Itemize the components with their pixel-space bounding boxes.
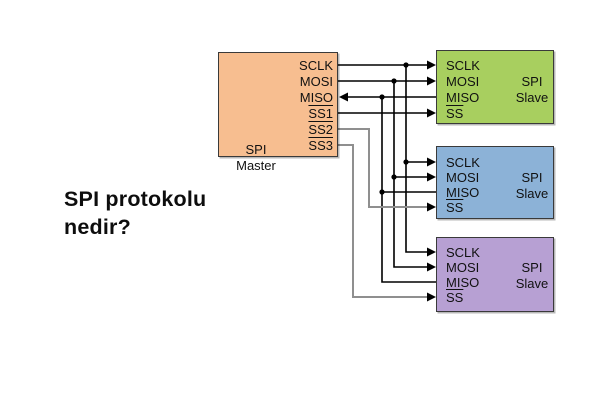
slave1-pin-miso: MISO [446, 90, 480, 105]
junction-dot [391, 174, 397, 180]
spi-slave2-box: SPI Slave SCLK MOSI MISO SS [436, 146, 554, 219]
master-pin-mosi: MOSI [299, 74, 333, 89]
slave3-pin-mosi: MOSI [446, 260, 480, 275]
wire-ss2 [338, 128, 436, 212]
master-pin-miso: MISO [299, 90, 333, 105]
slave1-pin-ss: SS [446, 106, 464, 121]
arrowhead [427, 157, 436, 167]
slave2-label-line2: Slave [515, 185, 549, 201]
wire-mosi [338, 76, 436, 272]
slave3-pin-ss: SS [446, 290, 464, 305]
junction-dot [391, 78, 397, 84]
junction-dot [403, 159, 409, 165]
arrowhead [427, 76, 436, 86]
junction-dot [403, 62, 409, 68]
master-pin-ss3: SS3 [308, 138, 333, 153]
slave2-pin-ss: SS [446, 200, 464, 215]
spi-master-box: SPI Master SCLK MOSI MISO SS1 SS2 SS3 [218, 52, 338, 173]
master-pin-sclk: SCLK [299, 58, 333, 73]
arrowhead [427, 247, 436, 257]
slave2-label: SPI Slave [511, 170, 553, 201]
slave3-pin-sclk: SCLK [446, 245, 480, 260]
master-label-line2: Master [236, 157, 276, 173]
slave1-label: SPI Slave [511, 74, 553, 105]
arrowhead [427, 108, 436, 118]
spi-slave3-box: SPI Slave SCLK MOSI MISO SS [436, 237, 554, 312]
arrowhead [339, 92, 348, 102]
slave2-pin-sclk: SCLK [446, 155, 480, 170]
wire-ss1 [338, 108, 436, 118]
master-pin-ss2: SS2 [308, 122, 333, 137]
arrowhead [427, 172, 436, 182]
slave2-pin-miso: MISO [446, 185, 480, 200]
slave1-pin-sclk: SCLK [446, 58, 480, 73]
slave3-label-line1: SPI [521, 260, 543, 275]
arrowhead [427, 262, 436, 272]
junction-dot [379, 189, 385, 195]
wire-sclk [338, 60, 436, 257]
arrowhead [427, 292, 436, 302]
wire-ss3 [338, 144, 436, 302]
master-label: SPI Master [225, 142, 287, 173]
wire-miso [339, 92, 437, 283]
master-label-line1: SPI [245, 142, 267, 157]
slave2-label-line1: SPI [521, 170, 543, 185]
page-title: SPI protokolu nedir? [64, 187, 207, 239]
junction-dot [379, 94, 385, 100]
slave3-pin-miso: MISO [446, 275, 480, 290]
slave1-pin-mosi: MOSI [446, 74, 480, 89]
slave1-label-line1: SPI [521, 74, 543, 89]
slave1-label-line2: Slave [515, 89, 549, 105]
spi-slave1-box: SPI Slave SCLK MOSI MISO SS [436, 50, 554, 124]
arrowhead [427, 202, 436, 212]
slave3-label: SPI Slave [511, 260, 553, 291]
arrowhead [427, 60, 436, 70]
slave3-label-line2: Slave [515, 275, 549, 291]
slave2-pin-mosi: MOSI [446, 170, 480, 185]
master-pin-ss1: SS1 [308, 106, 333, 121]
